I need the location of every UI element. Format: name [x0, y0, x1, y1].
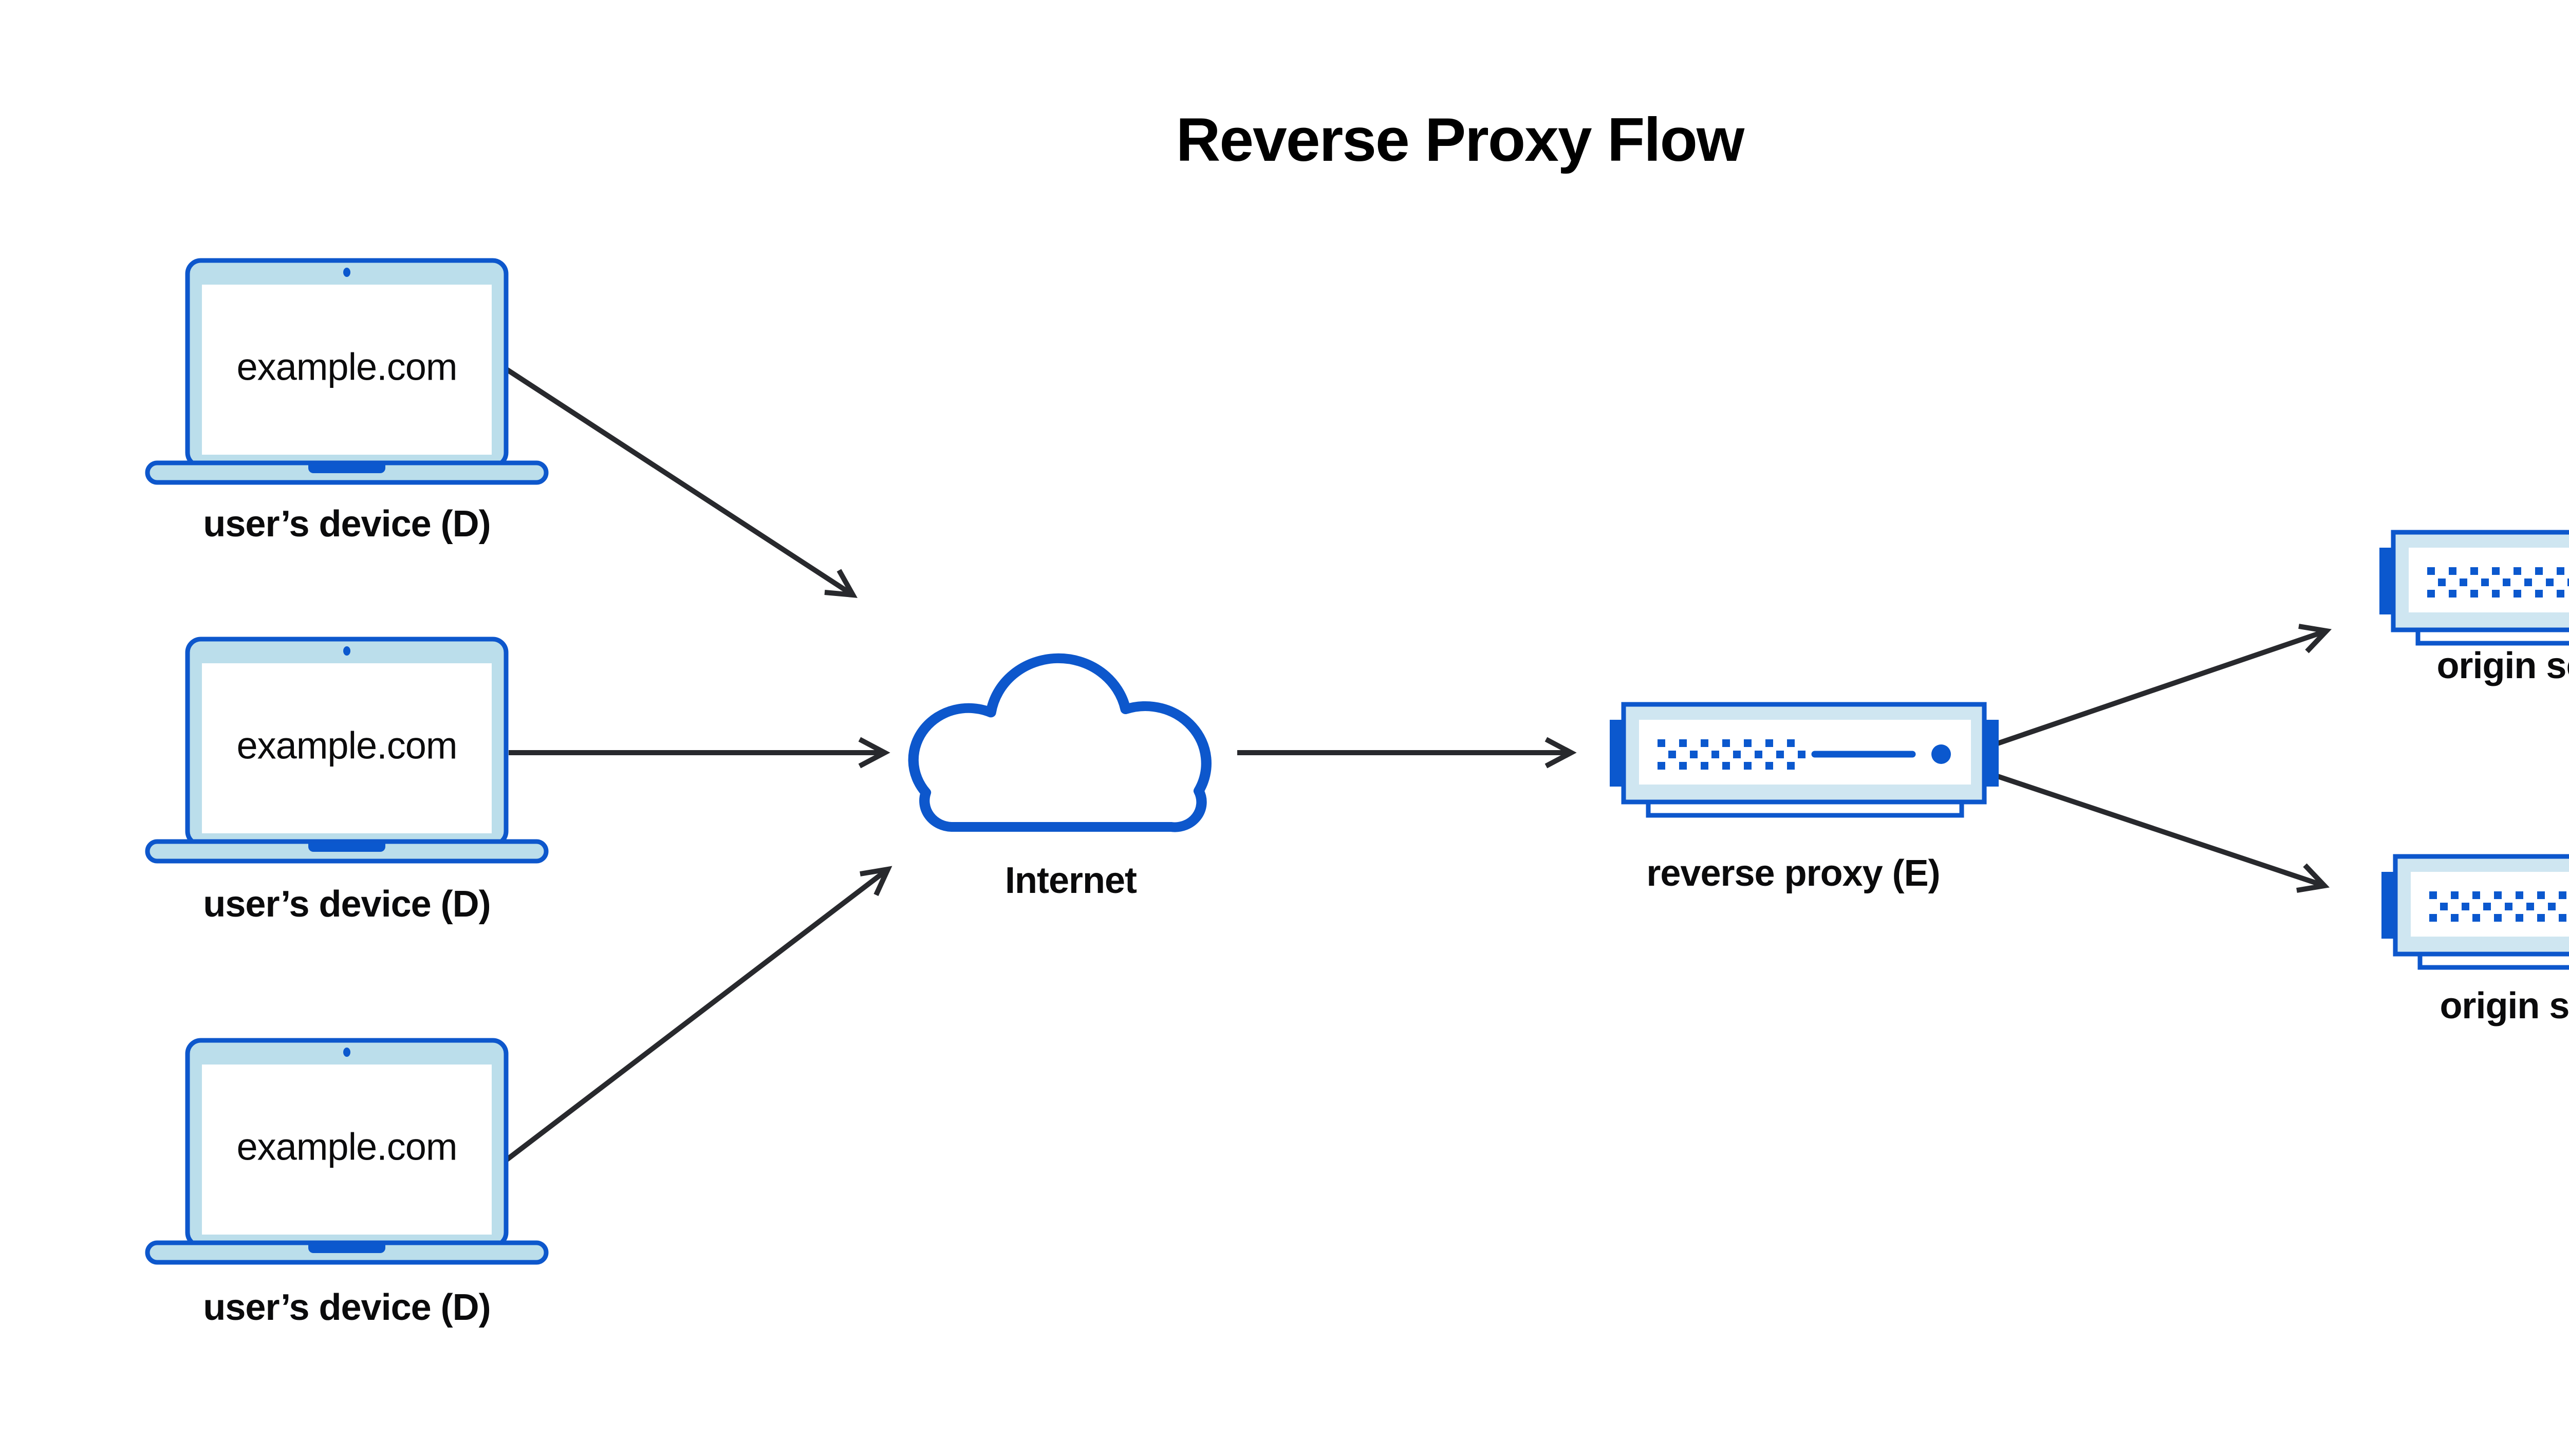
origin2-label: origin server (F) — [2440, 985, 2569, 1026]
node-origin-server-1: origin server (F) — [2379, 532, 2569, 686]
node-reverse-proxy: reverse proxy (E) — [1610, 704, 1999, 894]
arrow-proxy-origin2 — [1995, 773, 2330, 893]
arrow-device2-internet — [509, 737, 890, 769]
node-user-device-3: example.com user’s device (D) — [147, 1040, 546, 1328]
device1-screen-url: example.com — [236, 346, 457, 388]
node-user-device-2: example.com user’s device (D) — [147, 639, 546, 925]
device3-screen-url: example.com — [236, 1126, 457, 1168]
device1-label: user’s device (D) — [203, 503, 490, 545]
server-icon — [2381, 856, 2569, 967]
node-origin-server-2: origin server (F) — [2381, 856, 2569, 1026]
origin1-label: origin server (F) — [2436, 645, 2569, 686]
server-icon — [1610, 704, 1999, 815]
cloud-icon — [908, 653, 1212, 832]
device2-label: user’s device (D) — [203, 884, 490, 925]
device2-screen-url: example.com — [236, 724, 457, 767]
node-internet: Internet — [908, 653, 1212, 901]
node-user-device-1: example.com user’s device (D) — [147, 260, 546, 545]
internet-label: Internet — [1005, 860, 1137, 901]
arrow-device3-internet — [501, 866, 892, 1164]
device3-label: user’s device (D) — [203, 1287, 490, 1328]
arrow-device1-internet — [504, 366, 858, 598]
arrow-internet-proxy — [1237, 737, 1577, 769]
proxy-label: reverse proxy (E) — [1646, 853, 1940, 894]
arrow-proxy-origin1 — [1995, 624, 2332, 746]
server-icon — [2379, 532, 2569, 643]
page-title: Reverse Proxy Flow — [1176, 105, 1745, 174]
